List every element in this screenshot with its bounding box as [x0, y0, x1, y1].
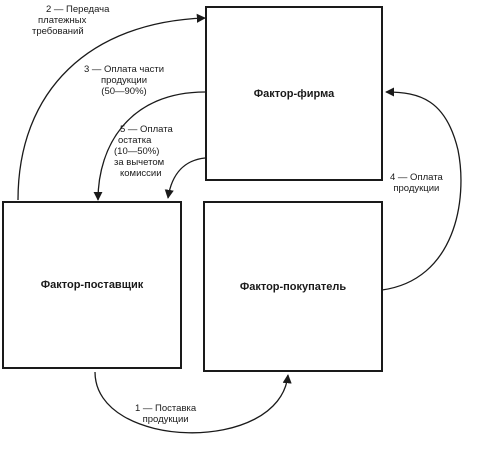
label-flow-5-line4: за вычетом [114, 157, 165, 168]
label-flow-3-line3: (50—90%) [101, 86, 147, 97]
label-flow-5-line5: комиссии [120, 168, 162, 179]
box-factor-supplier-label: Фактор-поставщик [40, 279, 144, 291]
arrow-5-remainder-payment [164, 157, 206, 199]
box-factor-buyer-label: Фактор-покупатель [239, 280, 347, 293]
box-factor-supplier: Фактор-поставщик [2, 201, 182, 369]
arrow-2-claims-transfer [17, 13, 206, 201]
label-flow-5-line3: (10—50%) [114, 146, 160, 157]
label-flow-3-line2: продукции [101, 75, 148, 86]
label-flow-5: 5 — Оплата остатка (10—50%) за вычетом к… [114, 124, 173, 179]
box-factor-firm: Фактор-фирма [205, 6, 383, 181]
box-factor-buyer: Фактор-покупатель [203, 201, 383, 372]
arrow-3-partial-payment [93, 91, 206, 201]
label-flow-5-line2: остатка [118, 135, 152, 146]
arrow-4-buyer-payment [381, 87, 462, 291]
label-flow-4: 4 — Оплата продукции [390, 172, 443, 194]
label-flow-1-line1: 1 — Поставка [135, 403, 197, 414]
label-flow-2-line1: 2 — Передача [46, 4, 110, 15]
arrow-1-product-delivery [94, 371, 292, 434]
label-flow-5-line1: 5 — Оплата [120, 124, 173, 135]
label-flow-2-line2: платежных [38, 15, 87, 26]
label-flow-1: 1 — Поставка продукции [135, 403, 196, 425]
label-flow-3: 3 — Оплата части продукции (50—90%) [84, 64, 164, 97]
box-factor-firm-label: Фактор-фирма [253, 87, 335, 100]
label-flow-1-line2: продукции [142, 414, 189, 425]
label-flow-3-line1: 3 — Оплата части [84, 64, 165, 75]
label-flow-4-line2: продукции [393, 183, 440, 194]
label-flow-2-line3: требований [32, 26, 84, 37]
label-flow-4-line1: 4 — Оплата [390, 172, 443, 183]
label-flow-2: 2 — Передача платежных требований [32, 4, 109, 37]
